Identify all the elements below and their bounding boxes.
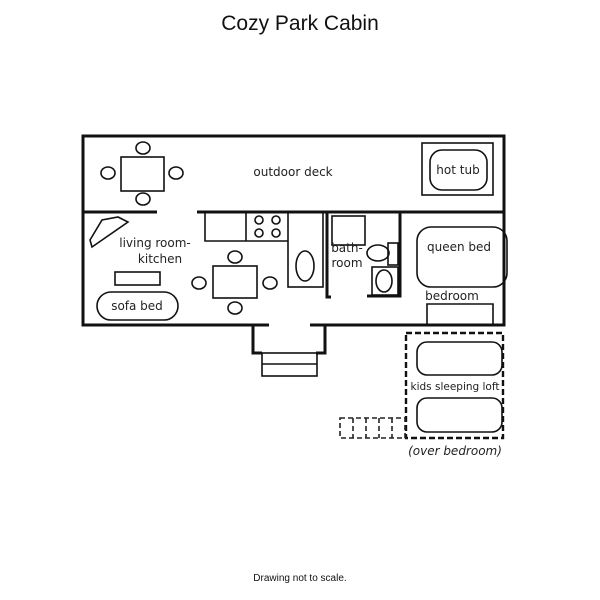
page-title: Cozy Park Cabin <box>221 12 379 35</box>
deck-label: outdoor deck <box>253 165 332 179</box>
hot-tub-label: hot tub <box>436 163 479 177</box>
bath-label-1: bath- <box>331 241 363 255</box>
entry-porch <box>251 325 327 377</box>
deck-dining-table <box>100 141 184 206</box>
kids-loft-outline <box>404 331 505 440</box>
queen-bed <box>416 226 508 288</box>
loft-bed-1 <box>416 341 503 376</box>
sofa-bed-label: sofa bed <box>111 299 163 313</box>
footnote: Drawing not to scale. <box>253 573 347 584</box>
loft-note: (over bedroom) <box>408 444 502 458</box>
exterior-walls <box>81 134 506 327</box>
bathroom <box>325 212 402 299</box>
kitchen-counter <box>204 211 324 288</box>
loft-bed-2 <box>416 397 503 433</box>
coffee-table <box>114 271 161 286</box>
tv-icon <box>89 216 130 249</box>
living-label-2: kitchen <box>138 252 182 266</box>
dresser <box>426 303 494 325</box>
bath-label-2: room <box>331 256 362 270</box>
kitchen-dining-table <box>191 250 278 315</box>
hot-tub <box>421 142 494 196</box>
loft-ladder <box>339 417 406 439</box>
queen-bed-label: queen bed <box>427 240 491 254</box>
sofa-bed <box>96 291 179 321</box>
living-label-1: living room- <box>119 236 191 250</box>
loft-label: kids sleeping loft <box>411 381 500 393</box>
bedroom-label: bedroom <box>425 289 479 303</box>
